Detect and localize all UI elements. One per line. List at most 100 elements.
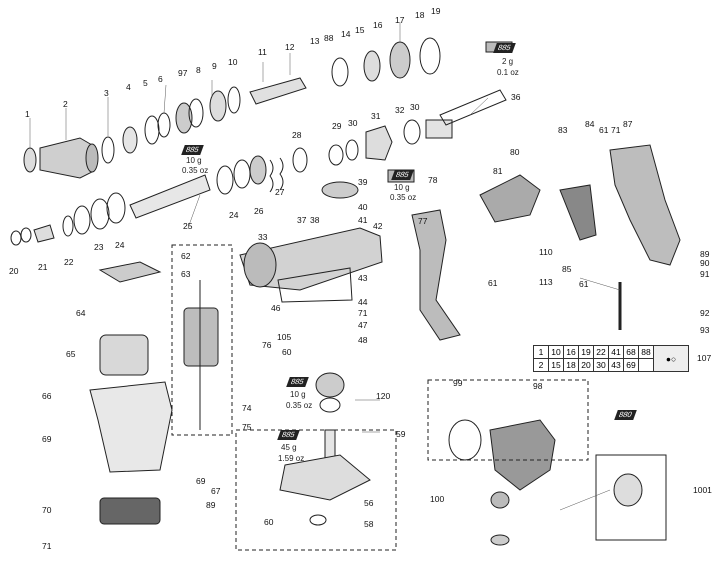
table-cell: 20 — [578, 358, 594, 372]
part-label: 69 — [196, 476, 206, 486]
table-cell — [638, 358, 654, 372]
part-label: 97 — [178, 68, 188, 78]
part-label: 1001 — [693, 485, 712, 495]
table-cell: 43 — [608, 358, 624, 372]
part-label: 59 — [396, 429, 406, 439]
part-label: 69 — [42, 434, 52, 444]
part-label: 26 — [254, 206, 264, 216]
table-cell: 22 — [593, 345, 609, 359]
grease-weight: 0.1 oz — [497, 68, 519, 77]
part-label: 61 — [488, 278, 498, 288]
part-label: 39 — [358, 177, 368, 187]
part-label: 10 — [228, 57, 238, 67]
part-label: 91 — [700, 269, 710, 279]
part-76-armature — [183, 307, 219, 367]
table-cell: 1 — [533, 345, 549, 359]
part-label: 17 — [395, 15, 405, 25]
grease-amount: 10 g — [290, 390, 306, 399]
part-label: 93 — [700, 325, 710, 335]
part-label: 43 — [358, 273, 368, 283]
part-label: 120 — [376, 391, 391, 401]
part-label: 41 — [358, 215, 368, 225]
part-label: 48 — [358, 335, 368, 345]
grease-weight: 0.35 oz — [182, 166, 209, 175]
part-label: 9 — [212, 61, 217, 71]
part-label: 92 — [700, 308, 710, 318]
part-label: 31 — [371, 111, 381, 121]
table-cell: 41 — [608, 345, 624, 359]
part-label: 81 — [493, 166, 503, 176]
part-label: 38 — [310, 215, 320, 225]
part-label: 14 — [341, 29, 351, 39]
grease-tag: 885 — [181, 145, 204, 155]
part-label: 47 — [358, 320, 368, 330]
part-77-bracket — [411, 209, 461, 341]
part-label: 71 — [358, 308, 368, 318]
part-label: 90 — [700, 258, 710, 268]
part-36-connecting-rod — [439, 89, 507, 126]
part-label: 66 — [42, 391, 52, 401]
part-87-handle — [609, 144, 681, 266]
part-label: 36 — [511, 92, 521, 102]
part-label: 30 — [410, 102, 420, 112]
part-label: 13 — [310, 36, 320, 46]
table-cell: 16 — [563, 345, 579, 359]
part-label: 8 — [196, 65, 201, 75]
part-label: 19 — [431, 6, 441, 16]
part-label: 24 — [229, 210, 239, 220]
part-label: 4 — [126, 82, 131, 92]
part-label: 25 — [183, 221, 193, 231]
grease-weight: 0.35 oz — [390, 193, 417, 202]
part-label: 18 — [415, 10, 425, 20]
table-cell: 68 — [623, 345, 639, 359]
grease-weight: 0.35 oz — [286, 401, 313, 410]
part-label: 5 — [143, 78, 148, 88]
part-label: 12 — [285, 42, 295, 52]
part-label: 110 — [539, 247, 553, 257]
part-label: 22 — [64, 257, 74, 267]
part-1-sleeve — [23, 147, 37, 173]
part-66-motor-housing — [89, 381, 173, 473]
part-label: 77 — [418, 216, 428, 226]
table-cell: 10 — [548, 345, 564, 359]
part-2-chuck — [39, 137, 93, 179]
part-25-piston — [129, 174, 211, 219]
part-label: 71 — [611, 125, 621, 135]
part-98-side-handle — [489, 419, 556, 491]
part-label: 98 — [533, 381, 543, 391]
part-label: 3 — [104, 88, 109, 98]
part-label: 67 — [211, 486, 221, 496]
part-label: 27 — [275, 187, 285, 197]
part-label: 100 — [430, 494, 445, 504]
grease-amount: 2 g — [502, 57, 514, 66]
grease-tag: 885 — [277, 430, 300, 440]
part-label: 64 — [76, 308, 86, 318]
part-label: 61 — [579, 279, 589, 289]
part-65-stator — [99, 334, 149, 376]
table-cell: 19 — [578, 345, 594, 359]
part-label: 6 — [158, 74, 163, 84]
part-label: 62 — [181, 251, 191, 261]
grease-amount: 10 g — [186, 156, 202, 165]
part-63-fan-guide — [98, 261, 162, 283]
part-label: 37 — [297, 215, 307, 225]
part-label: 107 — [697, 353, 712, 363]
part-label: 1 — [25, 109, 30, 119]
part-42-housing — [239, 227, 383, 291]
part-label: 83 — [558, 125, 568, 135]
part-label: 58 — [364, 519, 374, 529]
grease-tag: 885 — [493, 43, 516, 53]
part-label: 105 — [277, 332, 292, 342]
part-label: 60 — [264, 517, 274, 527]
part-label: 84 — [585, 119, 595, 129]
part-label: 44 — [358, 297, 368, 307]
table-cell: 88 — [638, 345, 654, 359]
part-label: 24 — [115, 240, 125, 250]
part-label: 80 — [510, 147, 520, 157]
part-label: 89 — [206, 500, 216, 510]
part-label: 33 — [258, 232, 268, 242]
part-label: 46 — [271, 303, 281, 313]
part-label: 2 — [63, 99, 68, 109]
part-12-spindle — [249, 77, 307, 105]
table-cell: 69 — [623, 358, 639, 372]
